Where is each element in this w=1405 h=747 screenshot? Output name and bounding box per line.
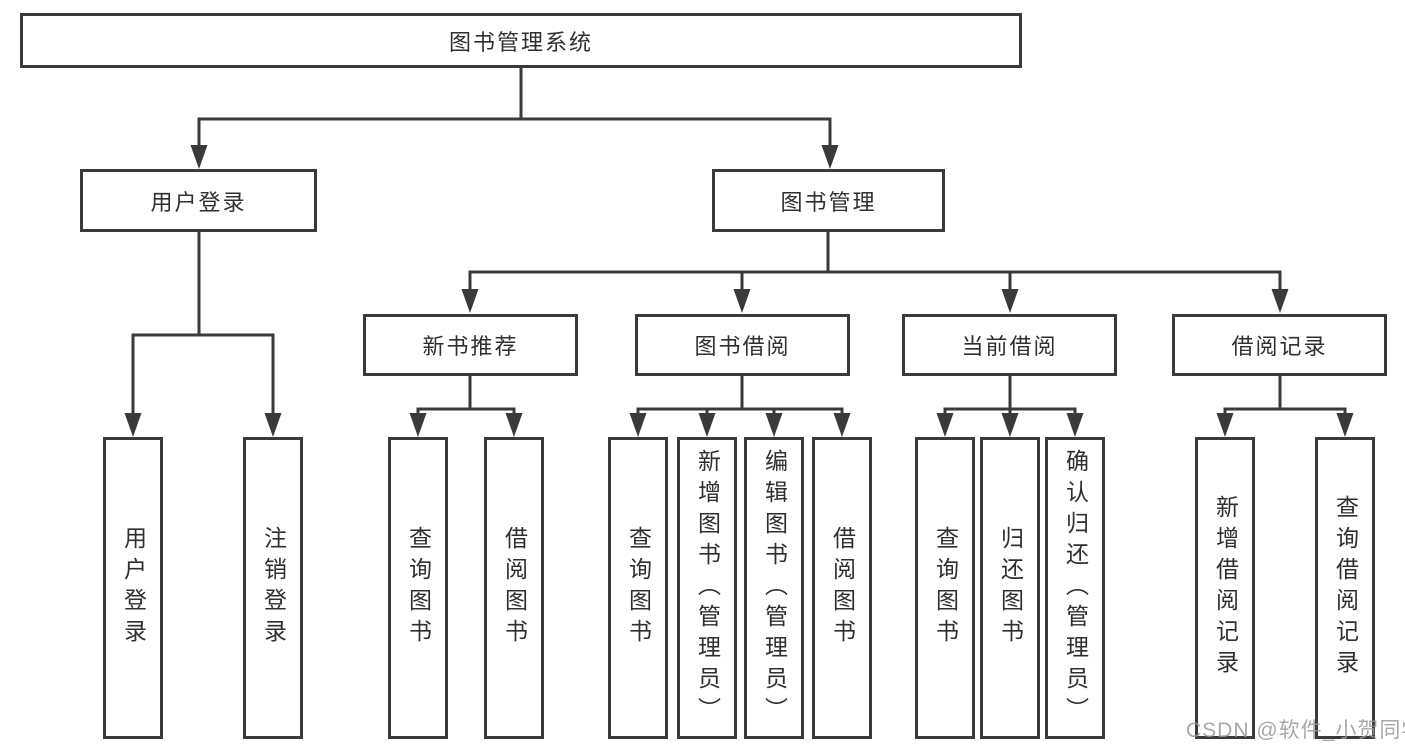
leaf-add-books-admin: 新增图书（管理员）	[677, 437, 737, 739]
leaf-current-query-books: 查询图书	[915, 437, 975, 739]
leaf-add-borrow-record: 新增借阅记录	[1195, 437, 1255, 739]
leaf-borrow-query-books: 查询图书	[608, 437, 668, 739]
leaf-recommend-query-books: 查询图书	[388, 437, 448, 739]
node-book-borrow: 图书借阅	[635, 314, 850, 376]
leaf-user-login: 用户登录	[103, 437, 163, 739]
leaf-return-books: 归还图书	[980, 437, 1040, 739]
node-new-book-recommend: 新书推荐	[363, 314, 578, 376]
leaf-edit-books-admin: 编辑图书（管理员）	[744, 437, 804, 739]
leaf-query-borrow-record: 查询借阅记录	[1315, 437, 1375, 739]
node-user-login: 用户登录	[80, 169, 317, 232]
node-current-borrow: 当前借阅	[902, 314, 1117, 376]
leaf-recommend-borrow-books: 借阅图书	[484, 437, 544, 739]
leaf-confirm-return-admin: 确认归还（管理员）	[1045, 437, 1105, 739]
node-borrow-records: 借阅记录	[1172, 314, 1387, 376]
node-book-management: 图书管理	[712, 169, 945, 232]
leaf-logout: 注销登录	[243, 437, 303, 739]
leaf-borrow-books: 借阅图书	[812, 437, 872, 739]
csdn-watermark: CSDN @软件_小贺同学	[1186, 719, 1405, 742]
node-root-system: 图书管理系统	[20, 13, 1022, 68]
